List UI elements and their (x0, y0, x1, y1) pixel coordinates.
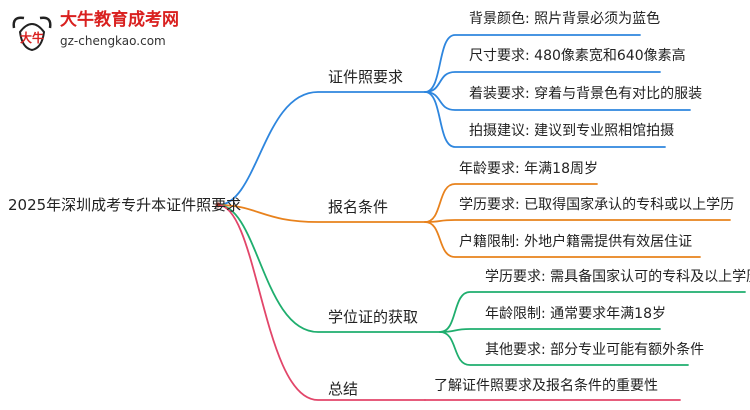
branch-3-leaf-2-connector (439, 328, 661, 333)
site-name: 大牛教育成考网 (60, 10, 179, 30)
mascot-text: 大牛 (20, 30, 44, 45)
branch-3-label: 学位证的获取 (328, 308, 419, 326)
branch-1-label: 证件照要求 (328, 68, 404, 86)
branch-1-leaf-3: 着装要求: 穿着与背景色有对比的服装 (469, 86, 703, 102)
branch-1-leaf-1-connector (424, 34, 641, 93)
branch-3-leaf-3-connector (439, 331, 689, 366)
branch-4-leaf-1: 了解证件照要求及报名条件的重要性 (434, 378, 658, 394)
branch-4-label: 总结 (328, 380, 359, 398)
branch-2-leaf-3: 户籍限制: 外地户籍需提供有效居住证 (459, 234, 693, 250)
branch-2-leaf-2-connector (424, 219, 731, 223)
root-node: 2025年深圳成考专升本证件照要求 (8, 196, 242, 214)
branch-1-leaf-4: 拍摄建议: 建议到专业照相馆拍摄 (469, 123, 675, 139)
root-anchor-dot (215, 202, 221, 208)
branch-3-connector (217, 204, 441, 333)
branch-3-leaf-1-connector (439, 291, 746, 333)
branch-1-leaf-2: 尺寸要求: 480像素宽和640像素高 (469, 48, 686, 64)
branch-1-leaf-4-connector (424, 91, 666, 148)
branch-3-leaf-2: 年龄限制: 通常要求年满18岁 (485, 306, 666, 322)
branch-2-connector (217, 204, 426, 223)
site-url: gz-chengkao.com (60, 34, 166, 48)
branch-2-leaf-2: 学历要求: 已取得国家承认的专科或以上学历 (459, 197, 735, 213)
branch-2-leaf-3-connector (424, 221, 701, 258)
branch-3-leaf-1: 学历要求: 需具备国家认可的专科及以上学历 (485, 269, 750, 285)
branch-3-leaf-3: 其他要求: 部分专业可能有额外条件 (485, 342, 705, 358)
branch-1-connector (217, 91, 426, 206)
branch-2-leaf-1-connector (424, 183, 598, 223)
branch-4-connector (217, 204, 426, 401)
branch-1-leaf-1: 背景颜色: 照片背景必须为蓝色 (469, 11, 661, 27)
site-logo: 大牛 大牛教育成考网 gz-chengkao.com (8, 6, 183, 54)
branch-2-label: 报名条件 (328, 198, 389, 216)
branch-1-leaf-2-connector (424, 71, 661, 93)
branch-2-leaf-1: 年龄要求: 年满18周岁 (459, 161, 598, 177)
bull-mascot-icon: 大牛 (12, 16, 52, 52)
